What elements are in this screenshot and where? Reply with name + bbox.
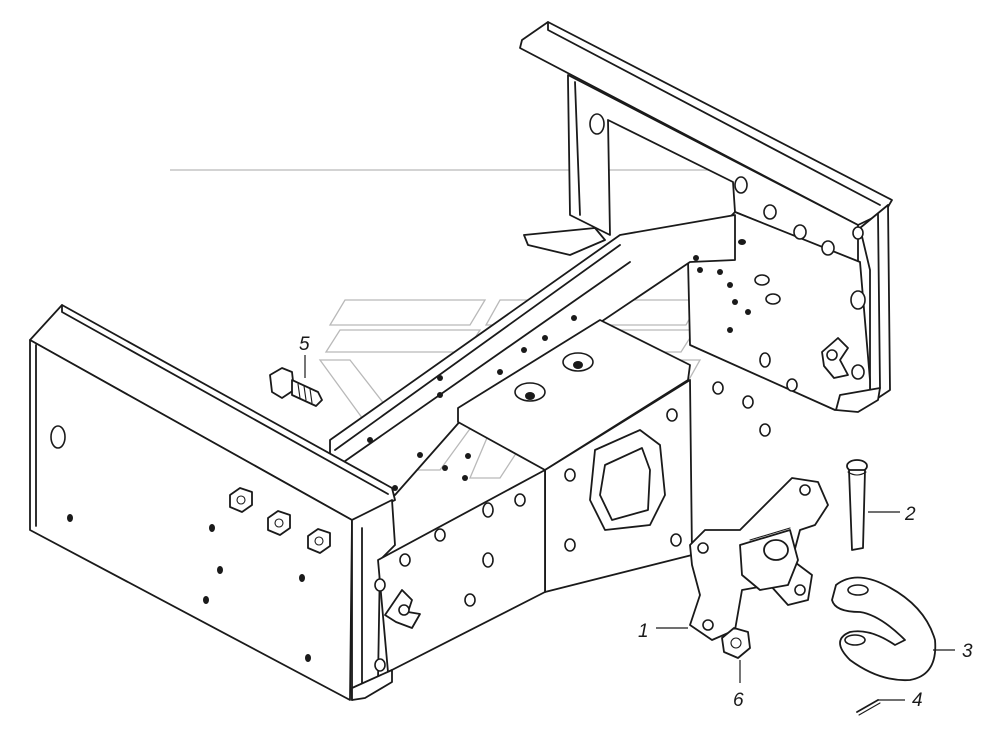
tow-hook-bracket-icon [689, 477, 829, 641]
frame-nut-2 [267, 510, 291, 536]
bolt-icon [269, 367, 323, 407]
callout-1: 1 [638, 621, 649, 642]
nut-icon [721, 627, 751, 659]
callout-4: 4 [912, 690, 923, 711]
cotter-pin-icon [856, 699, 881, 716]
callout-5: 5 [299, 334, 310, 355]
callout-3: 3 [962, 641, 973, 662]
frame-nut-1 [229, 487, 253, 513]
pin-icon [846, 459, 868, 551]
shackle-icon [831, 576, 937, 682]
callout-2: 2 [904, 504, 916, 525]
callout-6: 6 [733, 690, 744, 711]
frame-nut-3 [307, 528, 331, 554]
frame-icon [29, 21, 893, 701]
leader-lines [304, 355, 955, 701]
